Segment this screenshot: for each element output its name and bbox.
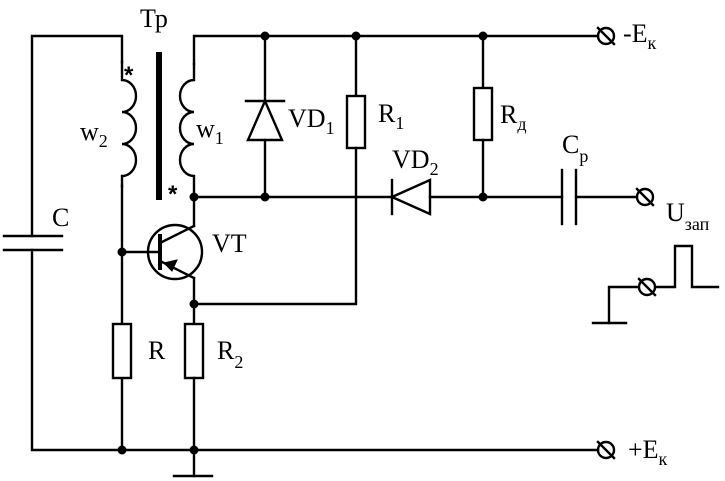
terminal-minus-ek [596, 26, 616, 46]
wire-w2-to-base [120, 184, 160, 452]
capacitor-cp [560, 168, 578, 226]
label-plus-ek: +Eк [628, 435, 668, 469]
capacitor-c [2, 34, 124, 452]
label-r1: R1 [378, 99, 404, 133]
label-vd1: VD1 [288, 104, 335, 138]
resistor-r1 [192, 34, 367, 306]
label-w2: w2 [80, 117, 108, 151]
label-w1-dot-marker: * [168, 181, 178, 208]
top-rail-wire [192, 34, 600, 66]
label-cp: Cр [562, 130, 588, 166]
label-w2-dot-marker: * [124, 62, 134, 89]
label-r: R [148, 336, 166, 365]
label-vt: VT [212, 229, 247, 258]
trigger-pulse-input [591, 244, 720, 325]
resistor-rd [472, 34, 494, 199]
label-transformer: Тр [140, 4, 168, 33]
terminal-uzap [635, 187, 655, 207]
terminal-trigger [637, 277, 657, 297]
label-vd2: VD2 [392, 145, 439, 179]
resistor-r2 [183, 322, 205, 452]
label-rd: Rд [500, 100, 527, 134]
label-minus-ek: -Eк [623, 19, 657, 53]
label-c: C [52, 203, 69, 232]
label-r2: R2 [217, 336, 243, 372]
terminal-plus-ek [596, 440, 616, 460]
diode-vd1 [244, 34, 286, 199]
transformer-winding-w1 [178, 62, 196, 200]
junction-dots [117, 31, 488, 455]
resistor-r [111, 322, 133, 380]
diode-vd2 [389, 178, 432, 216]
label-uzap: Uзап [666, 198, 710, 234]
transformer-winding-w2 [120, 60, 138, 188]
label-w1: w1 [196, 114, 224, 148]
